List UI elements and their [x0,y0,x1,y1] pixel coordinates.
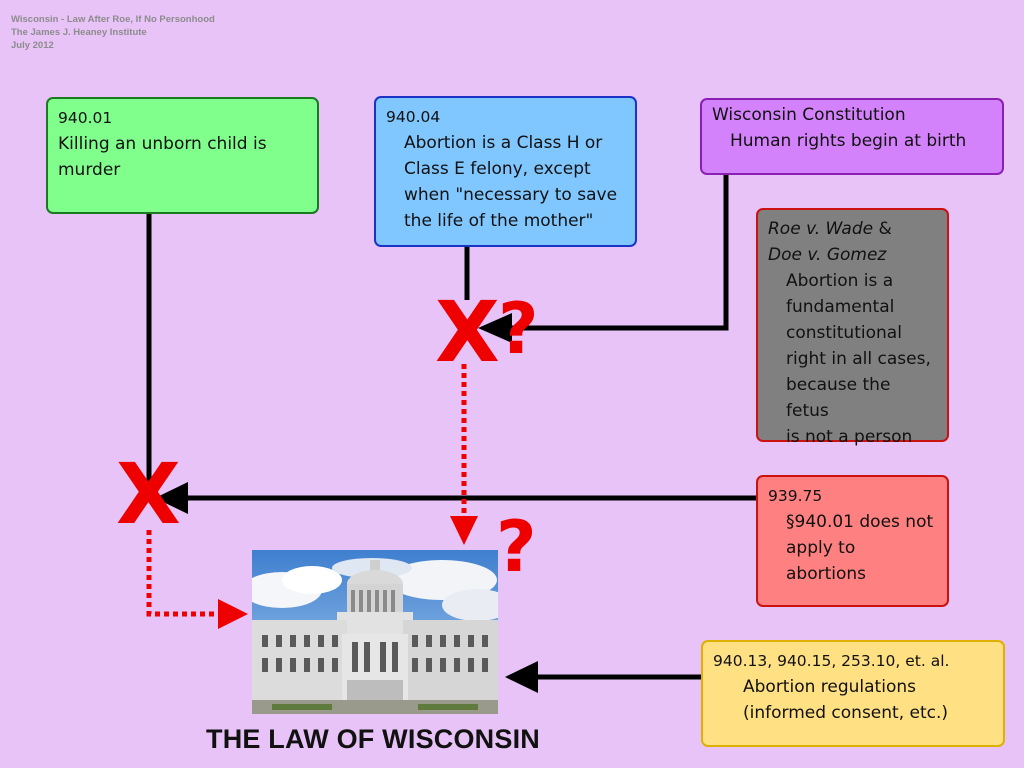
header-text: Wisconsin - Law After Roe, If No Personh… [11,13,215,52]
question-mark-law: ? [496,506,537,588]
case-names-line1: Roe v. Wade & [768,216,937,242]
header-line-date: July 2012 [11,40,54,51]
text-roe-line5: because the fetus [786,375,891,421]
code-regulations: 940.13, 940.15, 253.10, et. al. [713,652,950,670]
question-mark-940-04: ? [498,288,539,370]
text-940-04-line1: Abortion is a Class H or [404,133,603,153]
code-940-04: 940.04 [386,108,441,126]
text-regulations-line1: Abortion regulations [743,677,916,697]
text-939-75-line2: apply to abortions [786,538,867,584]
text-constitution-line1: Human rights begin at birth [730,131,967,151]
arrowhead-xq-to-law [450,516,478,545]
text-940-04-line2: Class E felony, except [404,159,591,179]
arrowhead-constitution [478,313,512,343]
arrowhead-939-75 [155,482,188,514]
text-roe-line4: right in all cases, [786,349,931,369]
code-940-01: 940.01 [58,109,113,127]
text-940-04-line3: when "necessary to save [404,185,618,205]
arrowhead-regulations [505,661,538,693]
title-constitution: Wisconsin Constitution [712,105,906,125]
text-roe-line3: constitutional [786,323,902,343]
law-of-wisconsin-title: THE LAW OF WISCONSIN [206,724,540,754]
box-940-04: 940.04 Abortion is a Class H or Class E … [374,96,637,247]
text-940-04-line4: the life of the mother" [404,211,594,231]
line-constitution [510,174,729,331]
text-roe-line1: Abortion is a [786,271,894,291]
case-roe-v-wade: Roe v. Wade [768,219,874,239]
text-roe-line6: is not a person [786,427,913,447]
box-wisconsin-constitution: Wisconsin Constitution Human rights begi… [700,98,1004,175]
box-roe-v-wade: Roe v. Wade & Doe v. Gomez Abortion is a… [756,208,949,447]
x-mark-940-01: X [116,445,181,543]
dotted-x-to-law [146,530,220,617]
header-line-title: Wisconsin - Law After Roe, If No Personh… [11,14,215,25]
text-regulations-line2: (informed consent, etc.) [743,703,949,723]
arrowhead-x-to-law [218,599,248,629]
header-line-institute: The James J. Heaney Institute [11,27,147,38]
text-roe-line2: fundamental [786,297,895,317]
text-940-01-line2: murder [58,160,121,180]
text-939-75-line1: §940.01 does not [786,512,934,532]
code-939-75: 939.75 [768,487,823,505]
box-939-75: 939.75 §940.01 does not apply to abortio… [756,475,949,607]
capitol-building-image [252,550,498,714]
case-doe-v-gomez: Doe v. Gomez [768,245,887,265]
x-mark-940-04: X [435,283,500,381]
box-940-01: 940.01 Killing an unborn child is murder [46,97,319,214]
case-ampersand: & [878,219,892,239]
text-940-01-line1: Killing an unborn child is [58,134,267,154]
box-abortion-regulations: 940.13, 940.15, 253.10, et. al. Abortion… [701,640,1005,747]
